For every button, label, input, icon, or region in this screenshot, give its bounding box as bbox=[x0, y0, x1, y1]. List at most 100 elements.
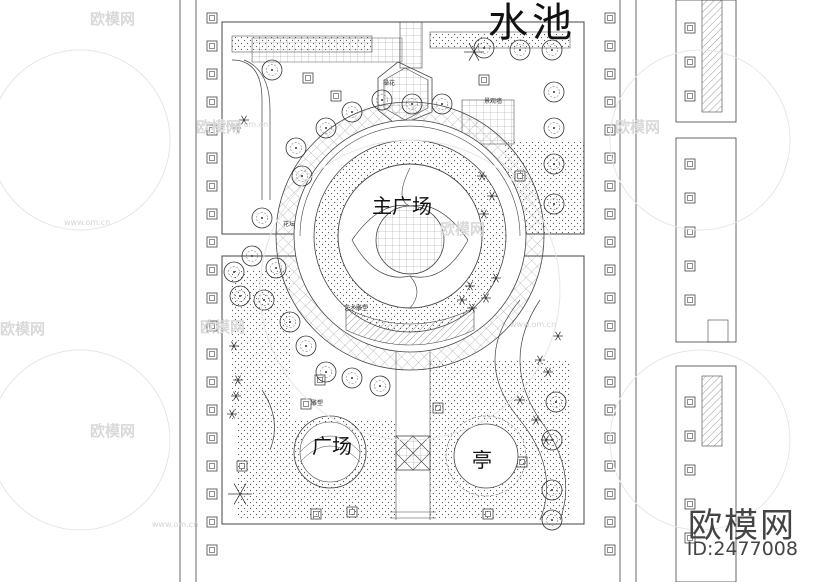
shrub bbox=[531, 415, 541, 425]
right-hatch-strips bbox=[701, 0, 729, 447]
shrub bbox=[464, 43, 484, 61]
light-post bbox=[206, 516, 218, 528]
light-post bbox=[604, 152, 616, 164]
small-label-4: 艺术雕塑 bbox=[344, 305, 369, 312]
pool-label: 水池 bbox=[488, 0, 576, 46]
light-post bbox=[604, 180, 616, 192]
ghost-watermark-1: 欧模网 bbox=[90, 10, 136, 28]
tree bbox=[265, 257, 287, 279]
tree bbox=[473, 37, 495, 59]
ghost-watermark-6: 欧模网 bbox=[0, 320, 46, 338]
tree bbox=[431, 93, 453, 115]
watermark-circles bbox=[0, 49, 791, 531]
shrub bbox=[457, 295, 467, 305]
shrub bbox=[477, 171, 487, 181]
light-post bbox=[206, 432, 218, 444]
tree bbox=[341, 101, 363, 123]
tree bbox=[295, 335, 317, 357]
shrub bbox=[233, 375, 243, 385]
tree bbox=[371, 89, 393, 111]
light-post bbox=[604, 208, 616, 220]
shrub bbox=[467, 303, 477, 313]
light-post bbox=[604, 292, 616, 304]
tree bbox=[401, 93, 423, 115]
ghost-watermark-4: 欧模网 bbox=[90, 422, 136, 440]
light-post bbox=[684, 22, 696, 34]
light-post bbox=[604, 236, 616, 248]
ghost-url-3: www.om.cn bbox=[510, 320, 557, 329]
watermark-id: ID:2477008 bbox=[686, 538, 798, 560]
light-post bbox=[684, 294, 696, 306]
shrub bbox=[491, 273, 501, 283]
south-steps bbox=[345, 307, 475, 520]
light-post bbox=[206, 152, 218, 164]
light-post bbox=[206, 208, 218, 220]
shrub-symbols bbox=[227, 43, 563, 505]
light-post bbox=[684, 464, 696, 476]
tree bbox=[369, 375, 391, 397]
pavilion-circle bbox=[445, 415, 527, 497]
tree-symbols bbox=[223, 37, 567, 531]
shrub bbox=[487, 191, 497, 201]
light-post bbox=[604, 348, 616, 360]
light-post bbox=[684, 158, 696, 170]
main-plaza-label: 主广场 bbox=[372, 194, 432, 218]
tree bbox=[241, 245, 263, 267]
light-post bbox=[300, 398, 312, 410]
shrub bbox=[227, 409, 237, 419]
light-post bbox=[206, 348, 218, 360]
main-plaza-rings bbox=[275, 101, 545, 371]
tree bbox=[251, 207, 273, 229]
shrub bbox=[481, 293, 491, 303]
ghost-watermark-7: 欧模网 bbox=[440, 220, 486, 238]
light-post bbox=[684, 532, 696, 544]
light-post bbox=[684, 90, 696, 102]
light-post bbox=[206, 12, 218, 24]
tree bbox=[315, 117, 337, 139]
ghost-url-4: www.om.cn bbox=[152, 520, 199, 529]
tree bbox=[315, 361, 337, 383]
light-post bbox=[604, 264, 616, 276]
tree bbox=[545, 391, 567, 413]
light-post bbox=[604, 460, 616, 472]
tree bbox=[541, 479, 563, 501]
tree bbox=[543, 193, 565, 215]
tree bbox=[223, 261, 245, 283]
small-label-2: 景观墙 bbox=[484, 98, 503, 105]
light-post bbox=[206, 460, 218, 472]
small-label-1: 操花 bbox=[383, 80, 396, 87]
ghost-watermark-2: 欧模网 bbox=[196, 118, 242, 136]
light-post bbox=[604, 376, 616, 388]
shrub bbox=[231, 123, 241, 133]
light-post bbox=[206, 96, 218, 108]
small-label-5: 雕塑 bbox=[311, 400, 324, 407]
light-post bbox=[206, 180, 218, 192]
light-post bbox=[684, 260, 696, 272]
light-post bbox=[604, 544, 616, 556]
tree bbox=[541, 509, 563, 531]
light-post bbox=[604, 12, 616, 24]
ghost-watermark-5: 欧模网 bbox=[615, 118, 661, 136]
shrub bbox=[515, 395, 525, 405]
shrub bbox=[229, 341, 239, 351]
light-post bbox=[206, 40, 218, 52]
shrub bbox=[479, 209, 489, 219]
west-plaza bbox=[293, 415, 367, 489]
shrub bbox=[553, 331, 563, 341]
shrub bbox=[228, 483, 252, 505]
light-post bbox=[604, 40, 616, 52]
tree bbox=[253, 289, 275, 311]
ghost-watermark-3: 欧模网 bbox=[200, 318, 246, 336]
light-post bbox=[206, 544, 218, 556]
light-post bbox=[314, 374, 326, 386]
ghost-url-1: www.om.cn bbox=[222, 120, 269, 129]
tree bbox=[543, 81, 565, 103]
light-post bbox=[206, 68, 218, 80]
shrub bbox=[465, 281, 475, 291]
light-post bbox=[684, 56, 696, 68]
tree bbox=[541, 39, 563, 61]
tree bbox=[279, 311, 301, 333]
light-post bbox=[604, 488, 616, 500]
light-post bbox=[206, 488, 218, 500]
tree bbox=[543, 153, 565, 175]
